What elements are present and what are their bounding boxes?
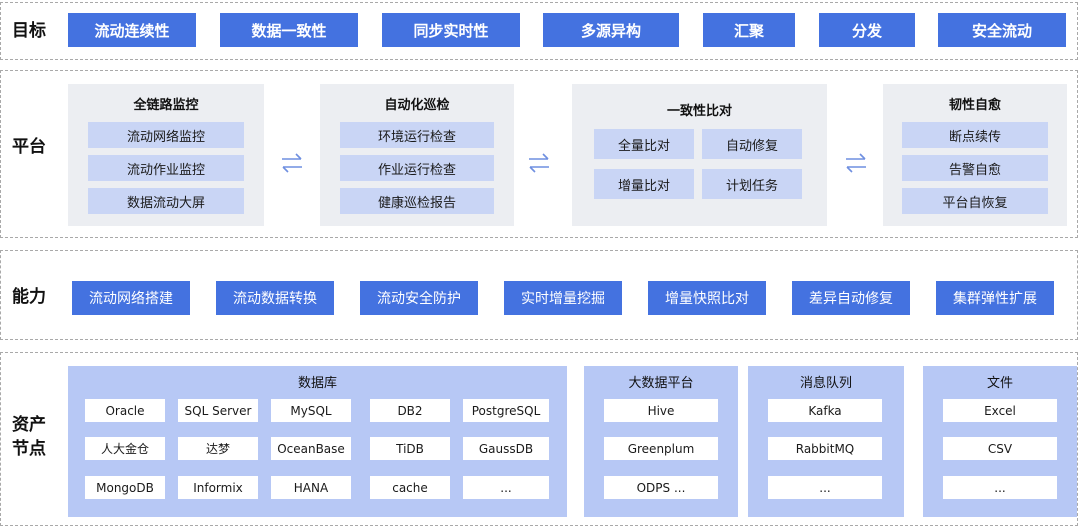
asset-cell: Greenplum [604, 437, 718, 460]
asset-cell: Excel [943, 399, 1057, 422]
bidirectional-arrow-icon [529, 153, 549, 173]
panel-item: 自动修复 [702, 129, 802, 159]
goals-row: 目标 流动连续性 数据一致性 同步实时性 多源异构 汇聚 分发 安全流动 [0, 2, 1078, 60]
platform-label: 平台 [12, 137, 46, 157]
goals-label: 目标 [12, 21, 46, 41]
asset-cell: cache [370, 476, 450, 499]
asset-cell: Hive [604, 399, 718, 422]
panel-item: 流动作业监控 [88, 155, 244, 181]
panel-item: 告警自愈 [902, 155, 1048, 181]
goal-item: 安全流动 [938, 13, 1066, 47]
asset-cell: Informix [178, 476, 258, 499]
capability-item: 差异自动修复 [792, 281, 910, 315]
capability-item: 集群弹性扩展 [936, 281, 1054, 315]
assets-label-line2: 节点 [12, 439, 46, 459]
asset-cell: HANA [271, 476, 351, 499]
capability-item: 流动网络搭建 [72, 281, 190, 315]
asset-cell: MySQL [271, 399, 351, 422]
asset-group-message-queue: 消息队列 Kafka RabbitMQ ... [748, 366, 904, 517]
panel-item: 增量比对 [594, 169, 694, 199]
panel-item: 计划任务 [702, 169, 802, 199]
panel-item: 流动网络监控 [88, 122, 244, 148]
capability-item: 流动安全防护 [360, 281, 478, 315]
capability-label: 能力 [12, 287, 46, 307]
panel-title: 一致性比对 [666, 104, 732, 119]
asset-group-file: 文件 Excel CSV ... [923, 366, 1077, 517]
asset-cell: CSV [943, 437, 1057, 460]
asset-cell: OceanBase [271, 437, 351, 460]
goal-item: 流动连续性 [68, 13, 196, 47]
panel-item: 健康巡检报告 [340, 188, 494, 214]
goal-item: 汇聚 [703, 13, 795, 47]
asset-cell: PostgreSQL [463, 399, 549, 422]
capability-item: 增量快照比对 [648, 281, 766, 315]
panel-title: 全链路监控 [133, 98, 199, 113]
asset-cell: Kafka [768, 399, 882, 422]
asset-cell: ... [463, 476, 549, 499]
panel-full-link-monitoring: 全链路监控 流动网络监控 流动作业监控 数据流动大屏 [68, 84, 264, 226]
asset-group-database: 数据库 Oracle SQL Server MySQL DB2 PostgreS… [68, 366, 567, 517]
asset-group-title: 数据库 [297, 376, 337, 391]
asset-cell: 人大金仓 [85, 437, 165, 460]
asset-cell: ODPS ... [604, 476, 718, 499]
asset-cell: GaussDB [463, 437, 549, 460]
asset-cell: DB2 [370, 399, 450, 422]
assets-label-line1: 资产 [12, 415, 46, 435]
goal-item: 同步实时性 [382, 13, 520, 47]
goal-item: 多源异构 [543, 13, 679, 47]
capability-row: 能力 流动网络搭建 流动数据转换 流动安全防护 实时增量挖掘 增量快照比对 差异… [0, 250, 1078, 340]
asset-group-title: 文件 [986, 376, 1013, 391]
asset-cell: SQL Server [178, 399, 258, 422]
asset-cell: RabbitMQ [768, 437, 882, 460]
asset-cell: Oracle [85, 399, 165, 422]
panel-item: 数据流动大屏 [88, 188, 244, 214]
panel-auto-inspection: 自动化巡检 环境运行检查 作业运行检查 健康巡检报告 [320, 84, 514, 226]
panel-title: 韧性自愈 [948, 98, 1001, 113]
asset-cell: ... [943, 476, 1057, 499]
panel-item: 平台自恢复 [902, 188, 1048, 214]
capability-item: 流动数据转换 [216, 281, 334, 315]
capability-item: 实时增量挖掘 [504, 281, 622, 315]
goal-item: 分发 [819, 13, 915, 47]
panel-item: 环境运行检查 [340, 122, 494, 148]
asset-group-bigdata: 大数据平台 Hive Greenplum ODPS ... [584, 366, 738, 517]
panel-item: 断点续传 [902, 122, 1048, 148]
asset-cell: TiDB [370, 437, 450, 460]
goal-item: 数据一致性 [220, 13, 358, 47]
panel-resilience: 韧性自愈 断点续传 告警自愈 平台自恢复 [883, 84, 1067, 226]
assets-label: 资产 节点 [12, 413, 46, 461]
asset-cell: ... [768, 476, 882, 499]
asset-cell: 达梦 [178, 437, 258, 460]
panel-item: 作业运行检查 [340, 155, 494, 181]
asset-group-title: 消息队列 [799, 376, 852, 391]
asset-cell: MongoDB [85, 476, 165, 499]
panel-item: 全量比对 [594, 129, 694, 159]
asset-group-title: 大数据平台 [628, 376, 694, 391]
assets-row: 资产 节点 数据库 Oracle SQL Server MySQL DB2 Po… [0, 352, 1078, 526]
panel-consistency-check: 一致性比对 全量比对 自动修复 增量比对 计划任务 [572, 84, 827, 226]
panel-title: 自动化巡检 [384, 98, 450, 113]
bidirectional-arrow-icon [846, 153, 866, 173]
bidirectional-arrow-icon [282, 153, 302, 173]
platform-row: 平台 全链路监控 流动网络监控 流动作业监控 数据流动大屏 自动化巡检 环境运行… [0, 70, 1078, 238]
